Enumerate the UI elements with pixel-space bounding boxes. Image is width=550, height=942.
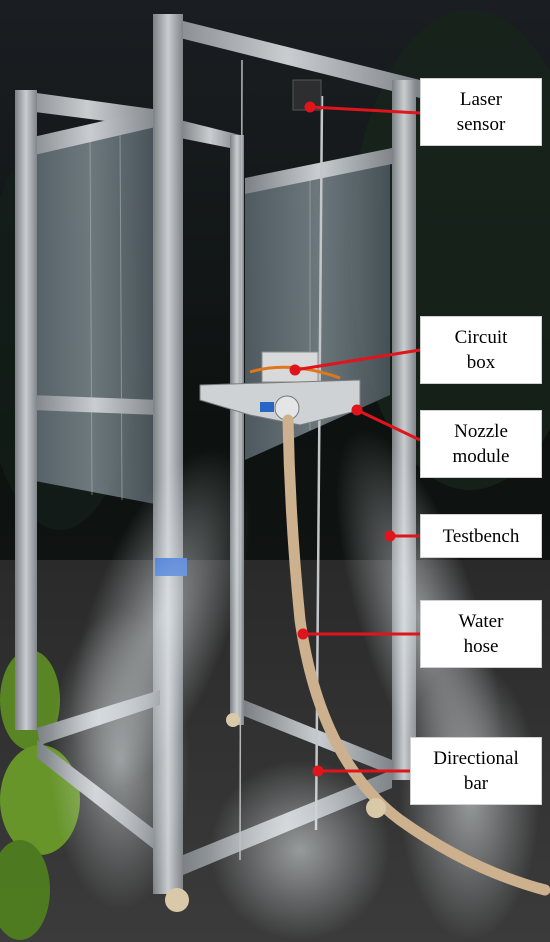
label-testbench: Testbench <box>420 514 542 558</box>
label-laser-sensor: Laser sensor <box>420 78 542 146</box>
caster-wheel <box>165 888 189 912</box>
label-nozzle-module: Nozzle module <box>420 410 542 478</box>
water-hose-pipe <box>282 414 550 896</box>
label-directional-bar: Directional bar <box>410 737 542 805</box>
annotation-lines <box>289 101 421 777</box>
label-circuit-box: Circuit box <box>420 316 542 384</box>
label-water-hose: Water hose <box>420 600 542 668</box>
water-spray <box>50 428 540 940</box>
